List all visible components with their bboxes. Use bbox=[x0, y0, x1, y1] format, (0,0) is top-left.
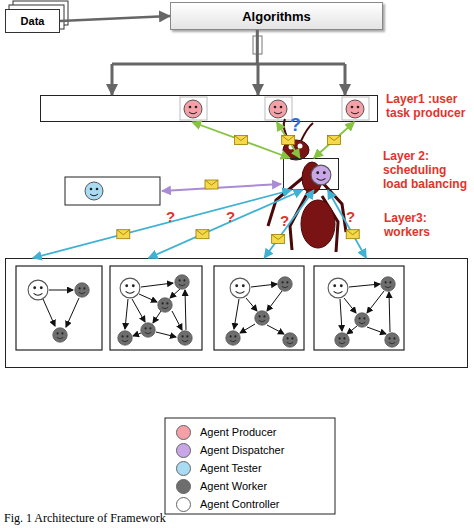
legend-swatch bbox=[176, 461, 191, 476]
producer-agent bbox=[269, 100, 287, 118]
ant-illustration bbox=[268, 119, 346, 252]
legend-label: Agent Tester bbox=[200, 461, 262, 475]
fan-branch bbox=[111, 64, 114, 95]
legend-label: Agent Worker bbox=[200, 479, 267, 493]
agent-cell bbox=[342, 97, 369, 120]
node-label: Data bbox=[21, 15, 45, 27]
fan-stem bbox=[112, 30, 345, 64]
message-arrow bbox=[149, 190, 303, 258]
message-arrow bbox=[314, 122, 355, 158]
figure-caption: Fig. 1 Architecture of Framework bbox=[4, 511, 166, 526]
legend-label: Agent Controller bbox=[200, 497, 280, 511]
tester-agent bbox=[85, 182, 103, 200]
data-box: Data bbox=[5, 9, 60, 33]
fan-arrow bbox=[112, 30, 345, 95]
tester-box bbox=[65, 177, 160, 205]
dispatcher-agent bbox=[311, 165, 331, 185]
question-mark: ? bbox=[290, 116, 301, 134]
layer-title: Layer1 :user task producer bbox=[386, 92, 474, 120]
connector-block bbox=[253, 36, 262, 54]
layer-box: Layer3: workers bbox=[5, 258, 468, 368]
dispatcher-box: Layer 2: scheduling load balancing bbox=[283, 158, 339, 190]
legend-frame bbox=[165, 418, 335, 514]
message-arrow bbox=[60, 16, 170, 21]
question-mark: ? bbox=[166, 208, 175, 226]
fan-branch bbox=[257, 64, 260, 95]
legend-swatch bbox=[176, 497, 191, 512]
legend-swatch bbox=[176, 443, 191, 458]
agent-cell bbox=[180, 97, 207, 120]
envelope-icon bbox=[272, 234, 285, 243]
message-arrow bbox=[328, 190, 366, 258]
question-mark: ? bbox=[346, 208, 355, 226]
message-arrow bbox=[162, 184, 281, 191]
worker-group-boxes bbox=[16, 266, 404, 350]
envelope-icon bbox=[282, 136, 295, 145]
envelope-icon bbox=[117, 230, 130, 239]
agent-cell bbox=[265, 97, 292, 120]
legend-swatch bbox=[176, 479, 191, 494]
message-arrow bbox=[192, 122, 290, 158]
envelope-icon bbox=[346, 230, 359, 239]
legend-label: Agent Dispatcher bbox=[200, 443, 284, 457]
legend-swatch bbox=[176, 425, 191, 440]
algorithms-box: Algorithms bbox=[170, 2, 383, 30]
envelope-icon bbox=[205, 180, 218, 189]
agent-faces bbox=[28, 275, 399, 347]
message-arrow bbox=[264, 190, 314, 258]
layer-title: Layer3: workers bbox=[384, 211, 472, 239]
message-arrow bbox=[33, 190, 292, 258]
fan-branch bbox=[344, 64, 347, 95]
layer-box: Layer1 :user task producer bbox=[40, 95, 378, 122]
envelope-icon bbox=[234, 136, 247, 145]
producer-agent bbox=[346, 100, 364, 118]
layer-title: Layer 2: scheduling load balancing bbox=[383, 149, 473, 191]
question-mark: ? bbox=[226, 208, 235, 226]
envelope-icon bbox=[328, 136, 341, 145]
node-label: Algorithms bbox=[242, 9, 311, 24]
envelope-icon bbox=[196, 230, 209, 239]
question-mark: ? bbox=[280, 212, 289, 230]
producer-agent bbox=[184, 100, 202, 118]
legend-label: Agent Producer bbox=[200, 425, 276, 439]
